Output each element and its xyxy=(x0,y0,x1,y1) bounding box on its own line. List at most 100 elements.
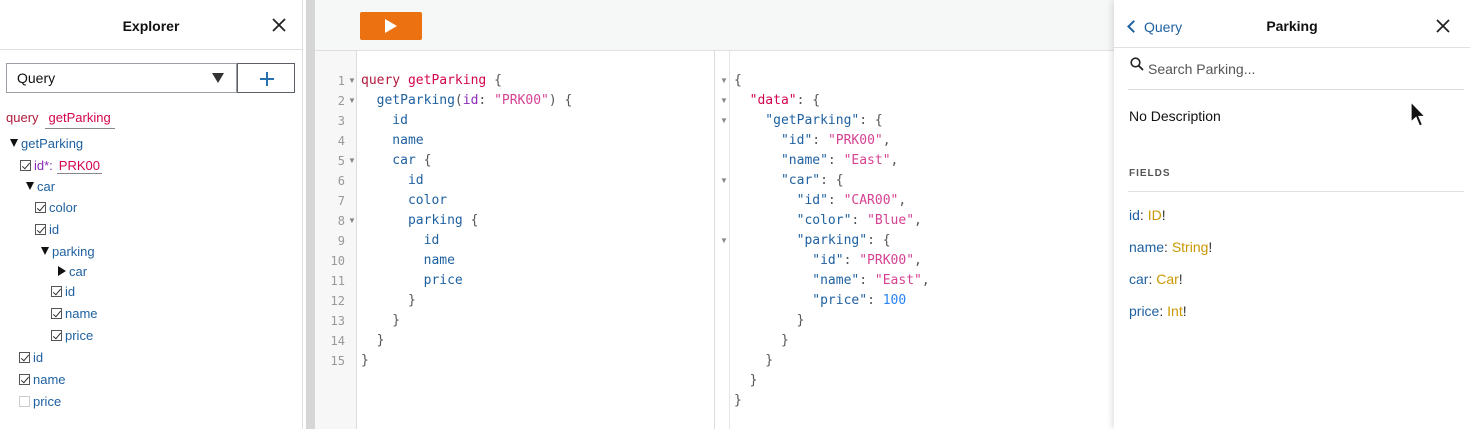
tree-item-parking-name[interactable]: name xyxy=(51,304,98,324)
result-line: "car": { xyxy=(734,171,844,191)
fold-arrow-icon[interactable]: ▼ xyxy=(348,76,356,85)
fold-arrow-icon[interactable]: ▼ xyxy=(720,76,728,85)
checkbox-checked-icon[interactable] xyxy=(51,330,62,341)
docs-search xyxy=(1128,53,1464,90)
line-number: 10 xyxy=(330,254,345,268)
run-query-button[interactable] xyxy=(360,12,422,40)
code-token: getParking xyxy=(407,73,487,88)
doc-field-id[interactable]: id: ID! xyxy=(1129,205,1166,225)
panel-resize-handle[interactable] xyxy=(306,0,315,429)
tree-item-parking-price[interactable]: price xyxy=(51,326,93,346)
result-token: } xyxy=(734,333,789,348)
operation-name-input[interactable]: getParking xyxy=(44,108,115,129)
result-token: } xyxy=(734,373,758,388)
code-line: parking { xyxy=(361,211,478,231)
checkbox-checked-icon[interactable] xyxy=(19,374,30,385)
tree-item-id[interactable]: id xyxy=(35,220,59,240)
code-token: "PRK00" xyxy=(494,93,549,108)
field-separator: : xyxy=(1148,271,1157,287)
result-line: "name": "East", xyxy=(734,151,898,171)
fold-arrow-icon[interactable]: ▼ xyxy=(720,176,728,185)
field-name[interactable]: car xyxy=(1129,271,1149,287)
field-name[interactable]: id xyxy=(1129,207,1140,223)
fold-arrow-icon[interactable]: ▼ xyxy=(720,236,728,245)
checkbox-checked-icon[interactable] xyxy=(35,202,46,213)
code-line: car { xyxy=(361,151,431,171)
doc-field-car[interactable]: car: Car! xyxy=(1129,269,1183,289)
fold-arrow-icon[interactable]: ▼ xyxy=(720,96,728,105)
result-token: "id" xyxy=(734,193,828,208)
docs-title: Parking xyxy=(1266,18,1318,34)
result-line: } xyxy=(734,391,742,411)
field-type-link[interactable]: Car xyxy=(1156,271,1179,287)
result-token: "id" xyxy=(734,253,844,268)
checkbox-checked-icon[interactable] xyxy=(51,308,62,319)
code-line: } xyxy=(361,351,369,371)
tree-item-getparking[interactable]: getParking xyxy=(10,134,83,154)
doc-field-name[interactable]: name: String! xyxy=(1129,237,1212,257)
line-number: 6 xyxy=(337,174,345,188)
doc-field-price[interactable]: price: Int! xyxy=(1129,301,1187,321)
field-name[interactable]: price xyxy=(1129,303,1160,319)
result-token: : xyxy=(843,253,860,268)
code-token: { xyxy=(486,73,502,88)
result-token: "name" xyxy=(734,273,860,288)
checkbox-checked-icon[interactable] xyxy=(20,160,31,171)
fold-arrow-icon[interactable]: ▼ xyxy=(348,96,356,105)
result-line: "color": "Blue", xyxy=(734,211,922,231)
checkbox-checked-icon[interactable] xyxy=(35,224,46,235)
operation-type-select[interactable]: Query xyxy=(6,63,237,93)
field-name[interactable]: name xyxy=(1129,239,1165,255)
add-operation-button[interactable] xyxy=(237,63,295,93)
tree-arg-id[interactable]: id*:PRK00 xyxy=(20,156,102,176)
tree-item-root-price[interactable]: price xyxy=(19,392,61,412)
code-token: car xyxy=(361,153,416,168)
search-icon xyxy=(1130,57,1144,71)
result-token: , xyxy=(890,153,899,168)
result-token: "id" xyxy=(734,133,813,148)
query-keyword: query xyxy=(6,110,39,125)
expand-arrow-icon xyxy=(10,139,18,147)
field-type-link[interactable]: Int xyxy=(1167,303,1183,319)
docs-search-input[interactable] xyxy=(1148,61,1448,77)
result-token: "CAR00" xyxy=(843,193,899,208)
checkbox-unchecked-icon[interactable] xyxy=(19,396,30,407)
documentation-panel: Query Parking No Description FIELDS id: … xyxy=(1114,0,1470,429)
tree-item-car[interactable]: car xyxy=(26,177,55,197)
fold-arrow-icon[interactable]: ▼ xyxy=(348,216,356,225)
code-line: id xyxy=(361,111,408,131)
close-icon[interactable] xyxy=(1436,19,1450,33)
checkbox-checked-icon[interactable] xyxy=(51,286,62,297)
tree-item-root-name[interactable]: name xyxy=(19,370,66,390)
result-fold-gutter: ▼ ▼ ▼ ▼ ▼ xyxy=(715,51,730,429)
explorer-header: Explorer xyxy=(0,0,302,50)
tree-item-parking[interactable]: parking xyxy=(41,242,95,262)
result-token: "PRK00" xyxy=(827,133,883,148)
close-icon[interactable] xyxy=(270,16,288,34)
result-token: , xyxy=(921,273,930,288)
tree-item-car-nested[interactable]: car xyxy=(58,262,87,282)
fold-arrow-icon[interactable]: ▼ xyxy=(348,156,356,165)
docs-back-link[interactable]: Query xyxy=(1126,18,1182,36)
tree-item-parking-id[interactable]: id xyxy=(51,282,75,302)
arg-value-input[interactable]: PRK00 xyxy=(56,158,102,174)
code-token: ( xyxy=(454,93,463,108)
result-token: : xyxy=(867,293,883,308)
field-type-link[interactable]: ID xyxy=(1147,207,1162,223)
tree-item-root-id[interactable]: id xyxy=(19,348,43,368)
checkbox-checked-icon[interactable] xyxy=(19,352,30,363)
fold-arrow-icon[interactable]: ▼ xyxy=(720,116,728,125)
result-token: "color" xyxy=(734,213,852,228)
result-line: } xyxy=(734,351,773,371)
type-description: No Description xyxy=(1129,108,1221,124)
field-type-link[interactable]: String xyxy=(1171,239,1209,255)
line-number: 5 xyxy=(337,154,345,168)
result-token: "data" xyxy=(734,93,797,108)
tree-item-color[interactable]: color xyxy=(35,198,77,218)
result-line: "id": "PRK00", xyxy=(734,251,922,271)
result-token: , xyxy=(898,193,907,208)
result-token: "PRK00" xyxy=(859,253,915,268)
result-line: { xyxy=(734,71,742,91)
